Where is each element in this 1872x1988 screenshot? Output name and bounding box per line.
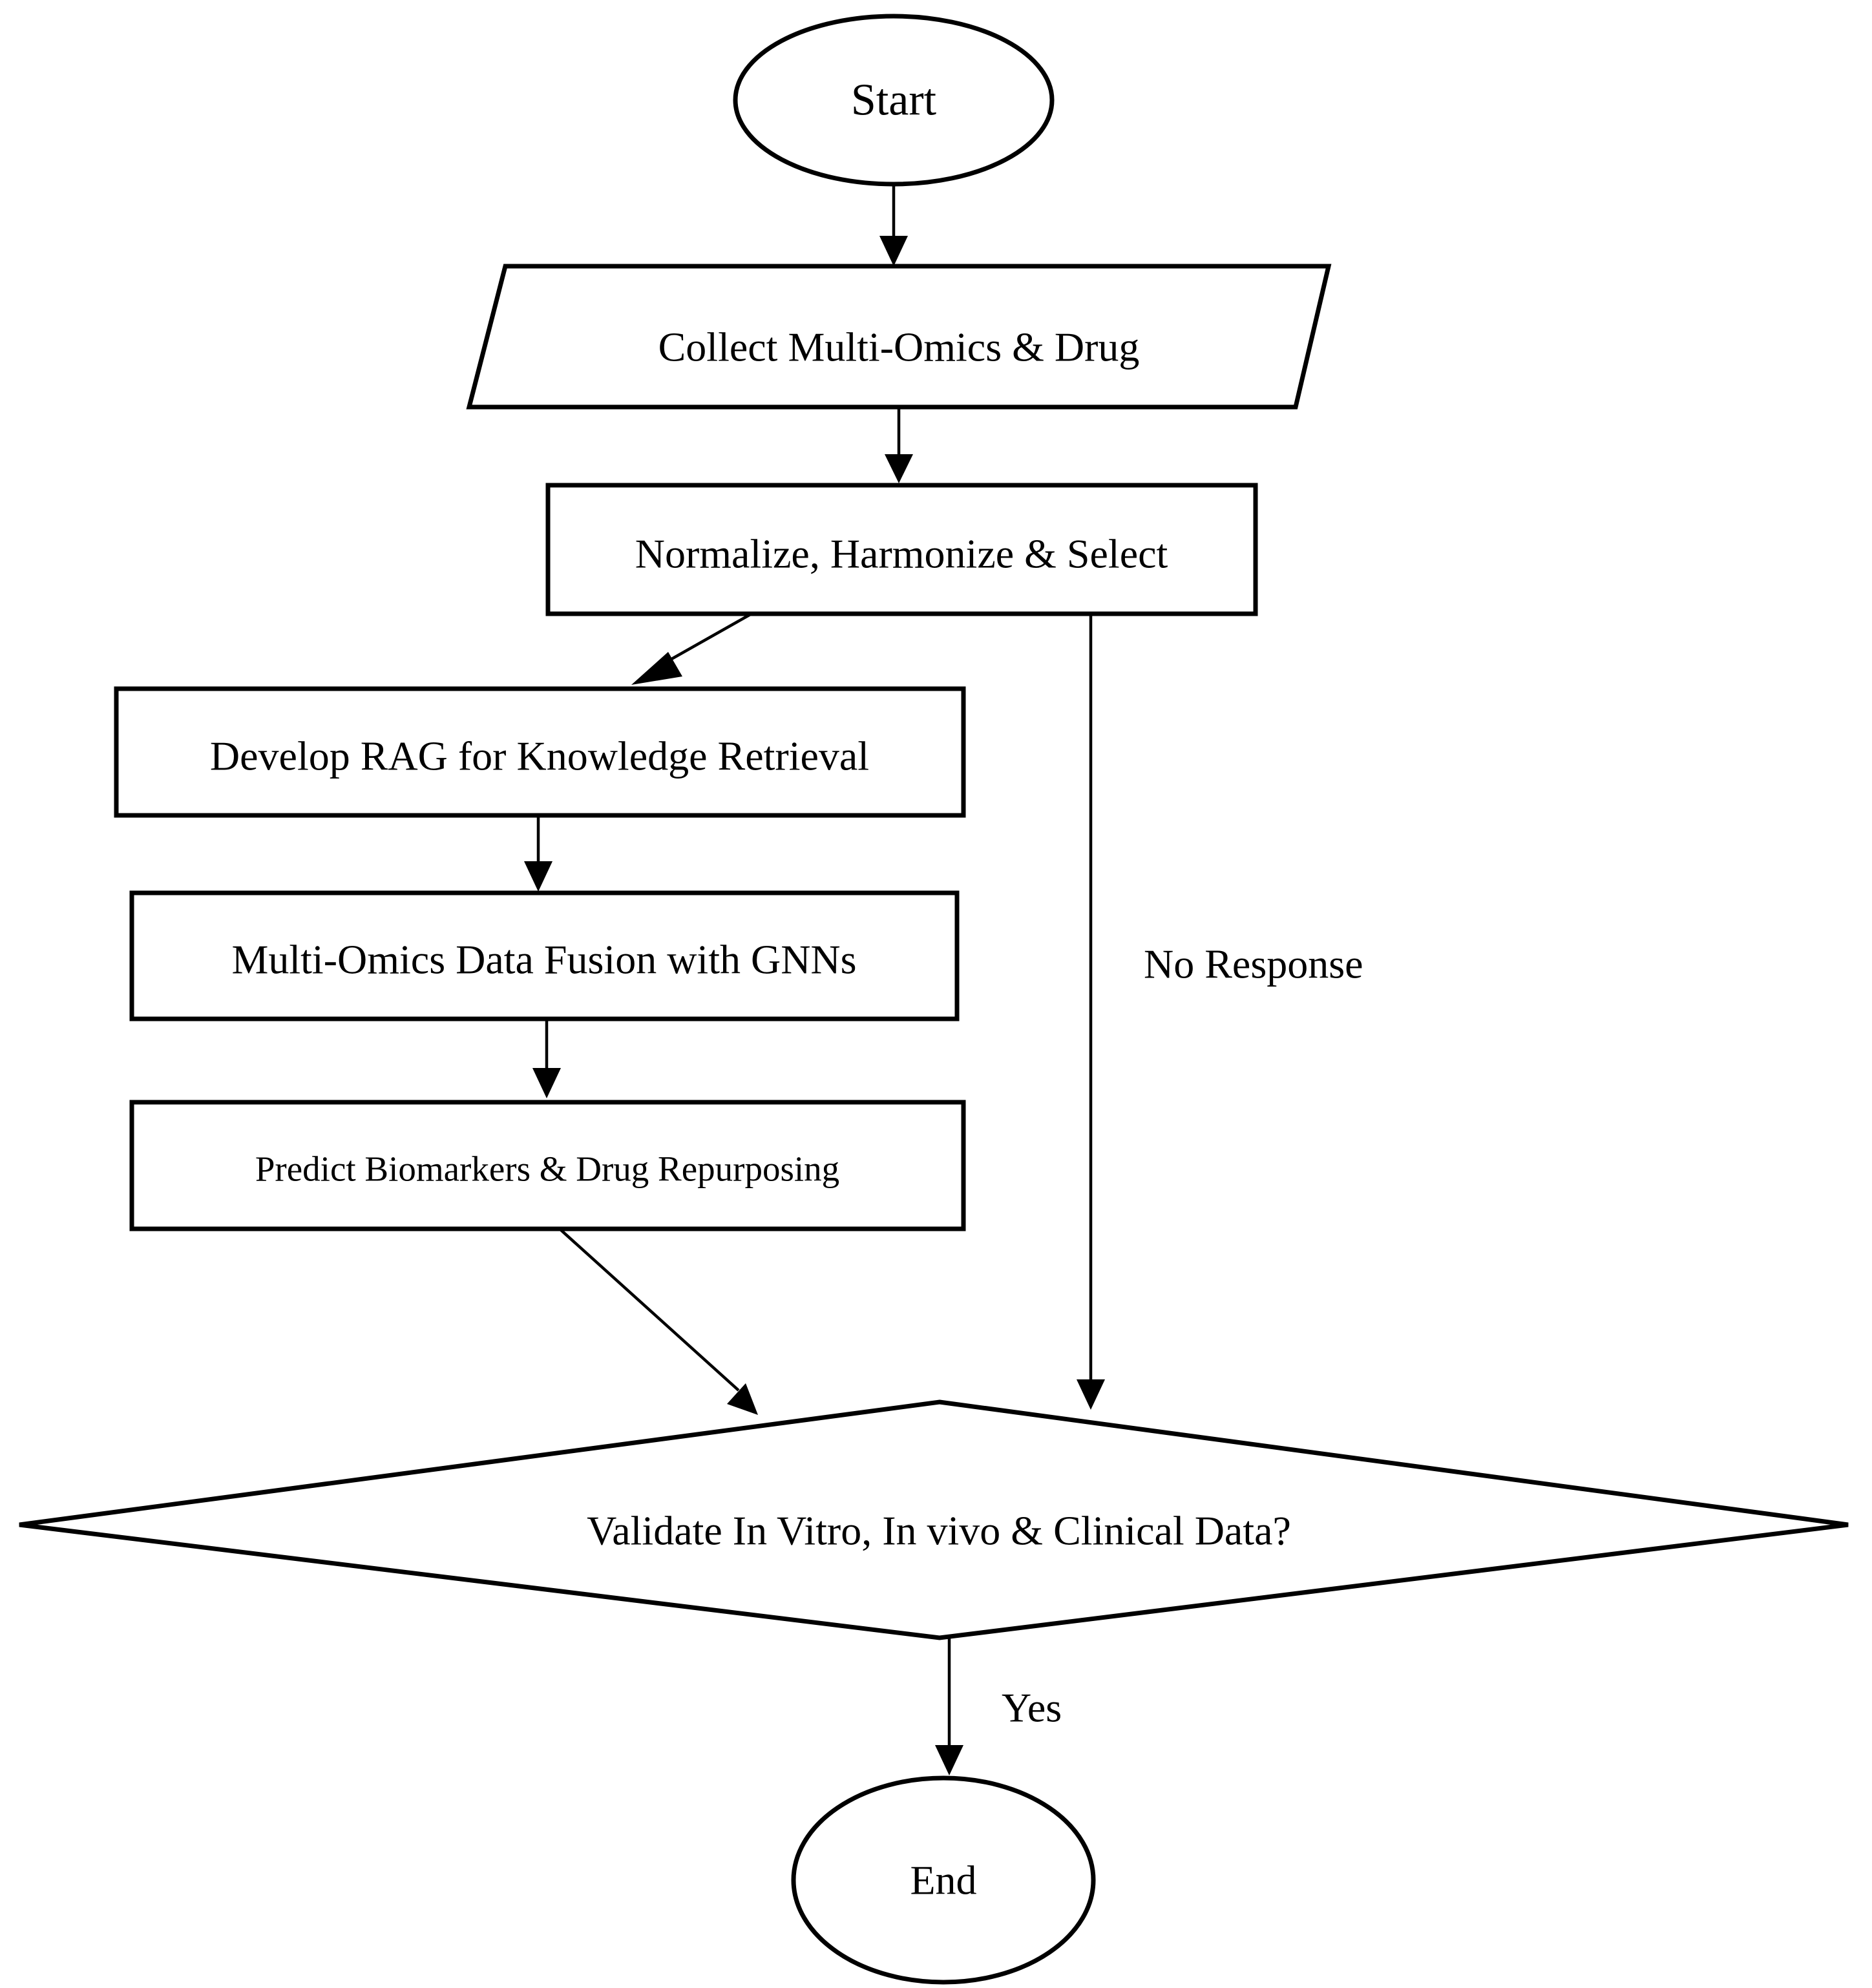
edge-predict-to-validate: [558, 1228, 758, 1415]
data-fusion-node: Multi-Omics Data Fusion with GNNs: [129, 890, 960, 1021]
edge-normalize-to-rag: [631, 612, 753, 685]
data-fusion-label: Multi-Omics Data Fusion with GNNs: [231, 937, 856, 983]
start-node: Start: [733, 14, 1055, 187]
collect-data-label: Collect Multi-Omics & Drug: [658, 324, 1140, 370]
edge-rag-to-fusion: [524, 815, 552, 892]
edge-collect-to-normalize: [885, 407, 913, 483]
predict-node: Predict Biomarkers & Drug Repurposing: [129, 1100, 966, 1231]
edge-fusion-to-predict: [532, 1019, 561, 1098]
yes-label: Yes: [1002, 1685, 1062, 1731]
no-response-label: No Response: [1144, 941, 1363, 987]
end-node: End: [791, 1775, 1096, 1985]
normalize-label: Normalize, Harmonize & Select: [635, 531, 1168, 577]
predict-label: Predict Biomarkers & Drug Repurposing: [255, 1149, 839, 1189]
collect-data-node: Collect Multi-Omics & Drug: [466, 264, 1332, 410]
start-label: Start: [851, 76, 937, 125]
normalize-node: Normalize, Harmonize & Select: [545, 483, 1258, 616]
develop-rag-node: Develop RAG for Knowledge Retrieval: [114, 686, 966, 818]
validate-decision-label: Validate In Vitro, In vivo & Clinical Da…: [587, 1508, 1291, 1554]
end-label: End: [910, 1857, 976, 1903]
edge-normalize-to-validate-no-response: [1077, 614, 1105, 1410]
edge-validate-to-end-yes: [935, 1638, 963, 1775]
edge-start-to-collect: [879, 185, 908, 266]
validate-decision-node: Validate In Vitro, In vivo & Clinical Da…: [19, 1399, 1849, 1640]
develop-rag-label: Develop RAG for Knowledge Retrieval: [210, 733, 869, 779]
